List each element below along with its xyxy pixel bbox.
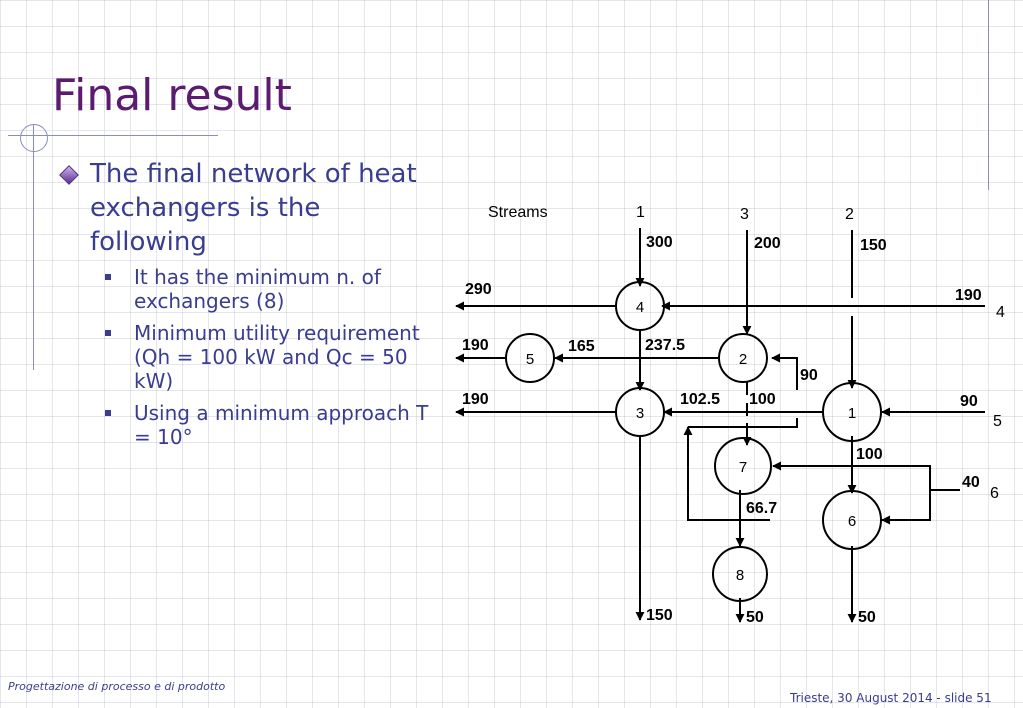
course-footer: Progettazione di processo e di prodotto bbox=[8, 680, 226, 693]
temp-label: 290 bbox=[465, 281, 492, 298]
stream-id: 1 bbox=[636, 204, 645, 221]
node-label: 8 bbox=[736, 567, 744, 584]
temp-label: 237.5 bbox=[645, 337, 685, 354]
stream-id: 3 bbox=[740, 206, 749, 223]
square-bullet-icon bbox=[105, 274, 111, 280]
node-label: 7 bbox=[739, 459, 747, 476]
sub-bullet: It has the minimum n. of exchangers (8) bbox=[90, 265, 430, 313]
stream-line bbox=[772, 461, 960, 491]
temp-label: 100 bbox=[749, 391, 776, 408]
slide-title: Final result bbox=[52, 70, 292, 121]
node-label: 1 bbox=[848, 405, 856, 422]
title-underline bbox=[8, 135, 218, 136]
sub-bullet-text: Minimum utility requirement (Qh = 100 kW… bbox=[134, 321, 420, 393]
temp-label: 66.7 bbox=[746, 500, 777, 517]
exchanger-node bbox=[615, 387, 665, 437]
temp-label: 50 bbox=[858, 609, 876, 626]
left-rule bbox=[33, 124, 34, 370]
stream-line bbox=[881, 490, 931, 525]
node-label: 2 bbox=[739, 351, 747, 368]
node-label: 6 bbox=[848, 513, 856, 530]
square-bullet-icon bbox=[105, 330, 111, 336]
temp-label: 300 bbox=[646, 234, 673, 251]
sub-bullet: Using a minimum approach T = 10° bbox=[90, 401, 430, 449]
temp-label: 50 bbox=[746, 609, 764, 626]
sub-bullet: Minimum utility requirement (Qh = 100 kW… bbox=[90, 321, 430, 393]
stream-id: 5 bbox=[993, 413, 1002, 430]
streams-label: Streams bbox=[488, 204, 548, 221]
sub-bullet-text: Using a minimum approach T = 10° bbox=[134, 401, 429, 449]
temp-label: 165 bbox=[568, 338, 595, 355]
temp-label: 150 bbox=[860, 237, 887, 254]
node-label: 4 bbox=[636, 299, 644, 316]
stream-id: 2 bbox=[845, 206, 854, 223]
exchanger-node bbox=[505, 333, 555, 383]
node-label: 5 bbox=[526, 351, 534, 368]
stream-id: 4 bbox=[996, 304, 1005, 321]
stream-line bbox=[688, 418, 798, 428]
temp-label: 100 bbox=[856, 446, 883, 463]
exchanger-node bbox=[615, 281, 665, 331]
square-bullet-icon bbox=[105, 410, 111, 416]
exchanger-node bbox=[718, 333, 768, 383]
title-decoration-circle bbox=[20, 124, 48, 152]
stream-id: 6 bbox=[990, 485, 999, 502]
bullet-list: The final network of heat exchangers is … bbox=[59, 157, 430, 457]
temp-label: 40 bbox=[962, 474, 980, 491]
slide-footer: Trieste, 30 August 2014 - slide 51 bbox=[790, 691, 992, 705]
stream-line bbox=[683, 426, 770, 521]
temp-label: 90 bbox=[800, 367, 818, 384]
temp-label: 190 bbox=[462, 391, 489, 408]
temp-label: 190 bbox=[462, 337, 489, 354]
temp-label: 102.5 bbox=[680, 391, 720, 408]
exchanger-node bbox=[714, 437, 772, 495]
exchanger-node bbox=[822, 382, 882, 442]
temp-label: 90 bbox=[960, 393, 978, 410]
temp-label: 200 bbox=[754, 235, 781, 252]
temp-label: 190 bbox=[955, 287, 982, 304]
exchanger-node bbox=[712, 546, 768, 602]
node-label: 3 bbox=[636, 405, 644, 422]
sub-bullet-list: It has the minimum n. of exchangers (8) … bbox=[90, 265, 430, 449]
sub-bullet-text: It has the minimum n. of exchangers (8) bbox=[134, 265, 381, 313]
temp-label: 150 bbox=[646, 607, 673, 624]
stream-line bbox=[771, 353, 798, 390]
exchanger-node bbox=[822, 490, 882, 550]
right-rule bbox=[988, 0, 989, 190]
main-bullet: The final network of heat exchangers is … bbox=[59, 157, 430, 449]
main-bullet-text: The final network of heat exchangers is … bbox=[90, 159, 417, 257]
